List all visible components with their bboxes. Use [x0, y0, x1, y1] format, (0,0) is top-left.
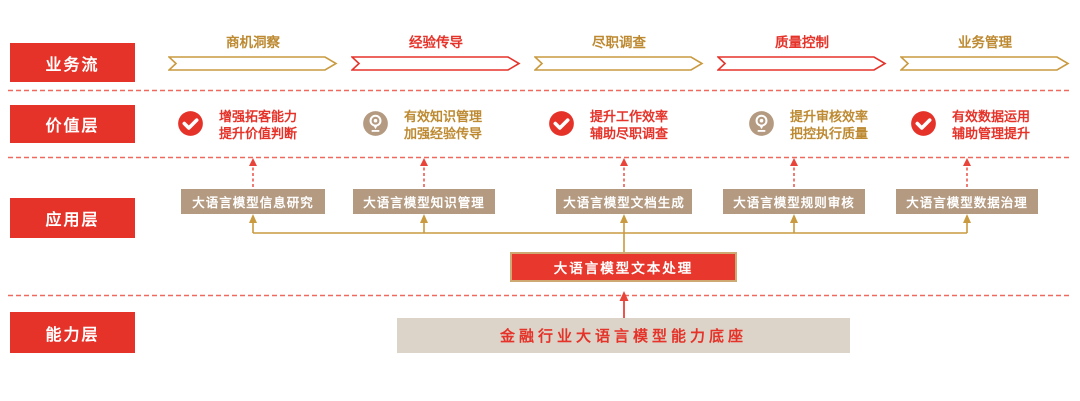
value-line: 辅助管理提升: [952, 126, 1031, 141]
flow-step-insight: 商机洞察: [168, 33, 338, 71]
app-module-data-governance: 大语言模型数据治理: [896, 189, 1038, 214]
core-to-app-arrowheads: [249, 214, 971, 223]
row-label-application-layer: 应用层: [10, 198, 135, 238]
app-to-value-arrowheads: [249, 158, 971, 166]
value-line: 提升工作效率: [590, 109, 669, 124]
value-item-text: 提升工作效率 辅助尽职调查: [590, 108, 668, 142]
core-to-app-connectors: [252, 221, 968, 252]
check-badge-icon: [549, 111, 574, 136]
capability-foundation-box: 金融行业大语言模型能力底座: [397, 318, 850, 353]
foundation-to-core-arrow: [619, 291, 629, 318]
value-item-text: 有效知识管理 加强经验传导: [404, 108, 482, 142]
flow-step-label: 质量控制: [775, 35, 829, 50]
app-module-knowledge-management: 大语言模型知识管理: [353, 189, 495, 214]
value-item-5: 有效数据运用 辅助管理提升: [910, 108, 1030, 142]
flow-step-experience: 经验传导: [351, 33, 521, 71]
flow-step-quality-control: 质量控制: [717, 33, 887, 71]
location-pin-icon: [363, 111, 388, 136]
chevron-banner-icon: [717, 56, 887, 71]
flow-step-business-management: 业务管理: [900, 33, 1070, 71]
value-item-2: 有效知识管理 加强经验传导: [362, 108, 482, 142]
flow-step-label: 业务管理: [958, 35, 1012, 50]
value-line: 提升价值判断: [219, 126, 298, 141]
row-label-value-layer: 价值层: [10, 105, 135, 143]
value-line: 有效数据运用: [952, 109, 1031, 124]
chevron-banner-icon: [351, 56, 521, 71]
value-item-text: 有效数据运用 辅助管理提升: [952, 108, 1030, 142]
value-item-text: 增强拓客能力 提升价值判断: [219, 108, 297, 142]
value-item-3: 提升工作效率 辅助尽职调查: [548, 108, 668, 142]
app-to-value-arrows: [252, 164, 968, 187]
location-pin-icon: [749, 111, 774, 136]
check-badge-icon: [178, 111, 203, 136]
app-module-info-research: 大语言模型信息研究: [181, 189, 325, 214]
value-line: 把控执行质量: [790, 126, 869, 141]
value-line: 增强拓客能力: [219, 109, 298, 124]
app-module-document-generation: 大语言模型文档生成: [556, 189, 692, 214]
value-line: 辅助尽职调查: [590, 126, 669, 141]
value-item-4: 提升审核效率 把控执行质量: [748, 108, 868, 142]
row-label-capability-layer: 能力层: [10, 312, 135, 353]
value-line: 有效知识管理: [404, 109, 483, 124]
value-item-text: 提升审核效率 把控执行质量: [790, 108, 868, 142]
flow-step-label: 商机洞察: [226, 35, 280, 50]
app-module-rule-review: 大语言模型规则审核: [723, 189, 865, 214]
value-line: 加强经验传导: [404, 126, 483, 141]
flow-step-label: 尽职调查: [592, 35, 646, 50]
core-module-text-processing: 大语言模型文本处理: [510, 252, 737, 282]
value-item-1: 增强拓客能力 提升价值判断: [177, 108, 297, 142]
chevron-banner-icon: [534, 56, 704, 71]
chevron-banner-icon: [900, 56, 1070, 71]
flow-step-due-diligence: 尽职调查: [534, 33, 704, 71]
chevron-banner-icon: [168, 56, 338, 71]
flow-step-label: 经验传导: [409, 35, 463, 50]
value-line: 提升审核效率: [790, 109, 869, 124]
row-label-business-flow: 业务流: [10, 43, 135, 82]
check-badge-icon: [911, 111, 936, 136]
